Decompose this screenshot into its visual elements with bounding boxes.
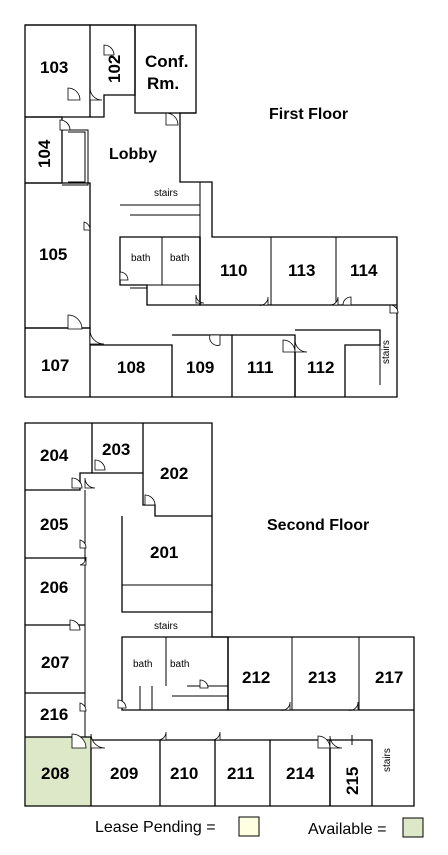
room-204: 204 [40, 446, 69, 465]
first-floor-title: First Floor [269, 106, 348, 123]
room-109: 109 [186, 358, 214, 377]
legend-lease-pending-swatch [238, 816, 260, 837]
conf-room-line1: Conf. [145, 52, 188, 71]
room-113: 113 [288, 261, 315, 280]
room-108: 108 [117, 358, 145, 377]
room-103: 103 [40, 58, 68, 77]
room-216: 216 [40, 705, 68, 724]
room-201: 201 [150, 543, 178, 562]
room-105: 105 [39, 245, 67, 264]
stairs-second-1: stairs [154, 621, 178, 632]
room-214: 214 [286, 764, 315, 783]
second-floor [24, 422, 415, 807]
room-215: 215 [343, 767, 362, 795]
bath-first-2: bath [170, 253, 189, 264]
bath-second-1: bath [133, 659, 152, 670]
room-114: 114 [350, 261, 378, 280]
room-111: 111 [247, 358, 274, 377]
room-112: 112 [307, 358, 334, 377]
stairs-second-2: stairs [382, 748, 393, 772]
lobby-label: Lobby [109, 146, 157, 163]
stairs-first-1: stairs [154, 188, 178, 199]
legend-lease-pending-label: Lease Pending = [95, 819, 216, 836]
room-203: 203 [102, 440, 130, 459]
room-110: 110 [220, 261, 247, 280]
conf-room-line2: Rm. [147, 74, 179, 93]
room-208: 208 [41, 764, 69, 783]
room-107: 107 [41, 356, 69, 375]
room-206: 206 [40, 578, 68, 597]
legend-available-swatch [402, 817, 424, 838]
room-202: 202 [160, 464, 188, 483]
room-209: 209 [110, 764, 138, 783]
room-207: 207 [41, 653, 69, 672]
first-floor [24, 24, 399, 398]
room-102: 102 [105, 55, 124, 83]
room-211: 211 [227, 764, 254, 783]
room-217: 217 [375, 668, 403, 687]
legend: Lease Pending = Available = [95, 816, 424, 838]
room-208-available-fill [26, 737, 91, 806]
stairs-first-2: stairs [381, 340, 392, 364]
legend-available-label: Available = [308, 821, 386, 838]
room-104: 104 [35, 139, 54, 168]
second-floor-title: Second Floor [267, 517, 369, 534]
room-213: 213 [308, 668, 336, 687]
room-205: 205 [40, 515, 68, 534]
room-212: 212 [242, 668, 270, 687]
bath-first-1: bath [131, 253, 150, 264]
room-210: 210 [170, 764, 198, 783]
bath-second-2: bath [170, 659, 189, 670]
